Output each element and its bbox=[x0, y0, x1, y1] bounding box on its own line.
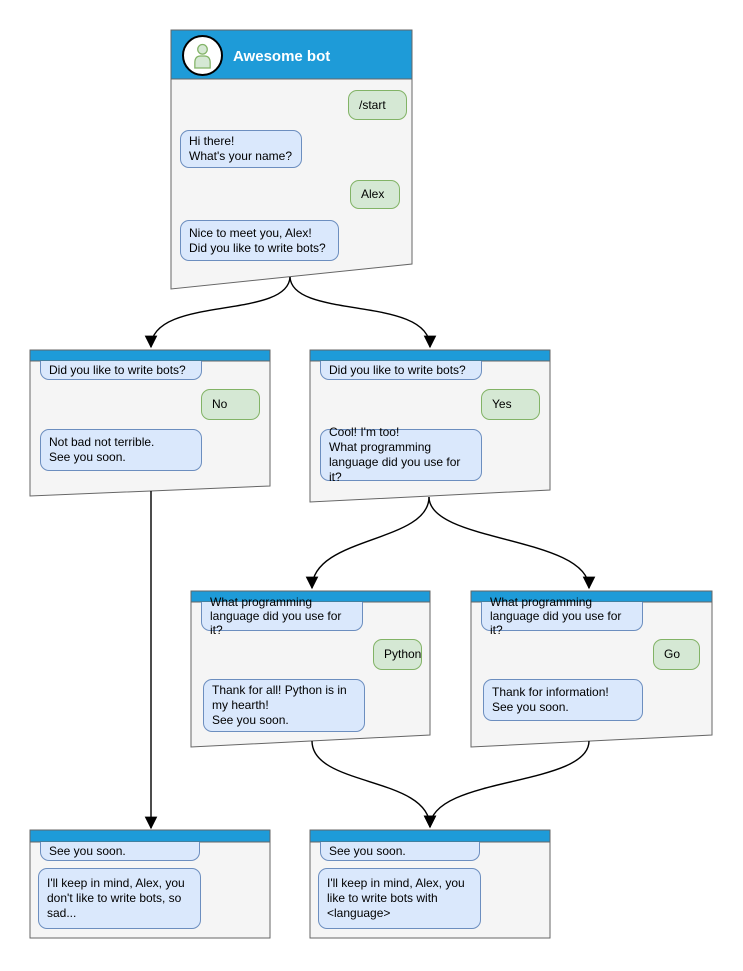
chat-bubble-user: No bbox=[201, 389, 260, 420]
chat-bubble-user: Alex bbox=[350, 180, 400, 209]
window-header-bar bbox=[29, 829, 271, 843]
window-header-bar bbox=[309, 829, 551, 843]
chat-bubble-bot: Hi there! What's your name? bbox=[180, 130, 302, 168]
chat-bubble-bot: What programming language did you use fo… bbox=[481, 595, 643, 637]
arrow-root-to-yes bbox=[289, 276, 437, 349]
chat-bubble-bot: Thank for all! Python is in my hearth! S… bbox=[203, 679, 365, 732]
chat-bubble-bot: Thank for information! See you soon. bbox=[483, 679, 643, 721]
chat-bubble-user: Yes bbox=[481, 389, 540, 420]
arrow-root-to-no bbox=[144, 276, 291, 349]
chat-bubble-bot: Did you like to write bots? bbox=[320, 361, 482, 380]
window-header-bar bbox=[29, 349, 271, 362]
arrow-yes-to-go bbox=[428, 496, 596, 590]
chat-bubble-bot: See you soon. bbox=[320, 842, 480, 861]
chat-bubble-bot: I'll keep in mind, Alex, you like to wri… bbox=[318, 868, 481, 929]
chat-bubble-bot: See you soon. bbox=[40, 842, 200, 861]
arrow-go-to-end bbox=[423, 740, 590, 829]
chat-bubble-user: Python bbox=[373, 639, 422, 670]
chat-bubble-user: /start bbox=[348, 90, 407, 120]
arrow-python-to-end bbox=[311, 740, 437, 829]
chat-bubble-bot: Cool! I'm too! What programming language… bbox=[320, 425, 482, 484]
window-header-bar bbox=[309, 349, 551, 362]
chat-bubble-bot: What programming language did you use fo… bbox=[201, 595, 363, 637]
window-title: Awesome bot bbox=[233, 48, 331, 65]
bot-avatar bbox=[182, 35, 223, 76]
arrow-yes-to-python bbox=[305, 496, 430, 590]
chat-bubble-bot: Not bad not terrible. See you soon. bbox=[40, 429, 202, 471]
chat-bubble-bot: Nice to meet you, Alex! Did you like to … bbox=[180, 220, 339, 261]
chat-bubble-bot: Did you like to write bots? bbox=[40, 361, 202, 380]
person-icon bbox=[194, 43, 211, 69]
chat-bubble-bot: I'll keep in mind, Alex, you don't like … bbox=[38, 868, 201, 929]
chat-bubble-user: Go bbox=[653, 639, 700, 670]
